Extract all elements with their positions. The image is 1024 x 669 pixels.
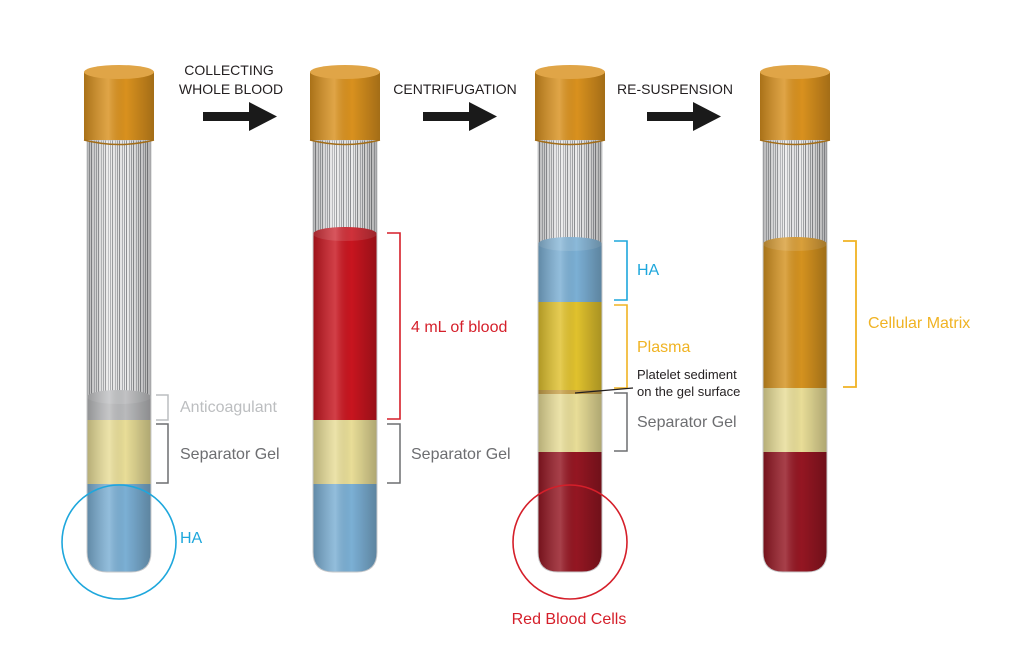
separator-gel-bracket xyxy=(387,423,401,484)
step-centrifugation-label: CENTRIFUGATION xyxy=(393,81,516,97)
cap-shading xyxy=(310,72,380,140)
ha-label: HA xyxy=(637,262,660,279)
cellular-matrix-bracket xyxy=(843,240,857,388)
step-collecting-label-line2: WHOLE BLOOD xyxy=(179,81,283,97)
arrow-right-icon xyxy=(647,102,721,131)
cap-rim xyxy=(534,139,606,146)
blood-volume-label: 4 mL of blood xyxy=(411,319,507,336)
ha-label: HA xyxy=(180,530,203,547)
cap-top xyxy=(535,65,605,79)
step-centrifugation: CENTRIFUGATION xyxy=(393,81,517,131)
red-cells-label: Red Blood Cells xyxy=(512,611,627,628)
blood-volume-bracket xyxy=(387,232,401,420)
tube-cap xyxy=(309,65,381,146)
tube4-annotations: Cellular Matrix xyxy=(843,240,970,388)
tube3-annotations: HA Plasma Platelet sediment on the gel s… xyxy=(512,240,740,628)
separator-gel-label: Separator Gel xyxy=(411,446,511,463)
cap-shading xyxy=(84,72,154,140)
tube-shading xyxy=(537,139,603,573)
cap-rim xyxy=(83,139,155,146)
step-resuspension: RE-SUSPENSION xyxy=(617,81,733,131)
plasma-bracket xyxy=(614,304,628,389)
anticoagulant-label: Anticoagulant xyxy=(180,399,278,416)
platelet-sediment-label-line1: Platelet sediment xyxy=(637,367,737,382)
arrow-right-icon xyxy=(423,102,497,131)
cap-top xyxy=(84,65,154,79)
tube-shading xyxy=(312,139,378,573)
red-cells-highlight-circle xyxy=(512,484,628,600)
cap-top xyxy=(310,65,380,79)
tube-shading xyxy=(762,139,828,573)
tube-whole-blood xyxy=(309,65,381,573)
ha-highlight-circle xyxy=(61,484,177,600)
separator-gel-label: Separator Gel xyxy=(180,446,280,463)
cap-rim xyxy=(309,139,381,146)
platelet-pointer-line xyxy=(574,387,634,394)
step-collecting-label-line1: COLLECTING xyxy=(184,62,273,78)
tube-initial xyxy=(83,65,155,573)
step-collecting: COLLECTING WHOLE BLOOD xyxy=(179,62,283,131)
ha-bracket xyxy=(614,240,628,301)
platelet-sediment-label-line2: on the gel surface xyxy=(637,384,740,399)
tube-shading xyxy=(86,139,152,573)
cap-top xyxy=(760,65,830,79)
cap-shading xyxy=(535,72,605,140)
tube1-annotations: Anticoagulant Separator Gel HA xyxy=(61,394,280,600)
tube2-annotations: 4 mL of blood Separator Gel xyxy=(387,232,511,484)
step-resuspension-label: RE-SUSPENSION xyxy=(617,81,733,97)
cap-rim xyxy=(759,139,831,146)
arrow-right-icon xyxy=(203,102,277,131)
tube-cap xyxy=(759,65,831,146)
separator-gel-label: Separator Gel xyxy=(637,414,737,431)
tube-resuspended xyxy=(759,65,831,573)
tube-cap xyxy=(83,65,155,146)
separator-gel-bracket xyxy=(614,392,628,452)
cap-shading xyxy=(760,72,830,140)
separator-gel-bracket xyxy=(156,423,169,484)
tube-centrifuged xyxy=(534,65,606,573)
cellular-matrix-label: Cellular Matrix xyxy=(868,315,970,332)
anticoagulant-bracket xyxy=(156,394,169,421)
tube-cap xyxy=(534,65,606,146)
plasma-label: Plasma xyxy=(637,339,690,356)
